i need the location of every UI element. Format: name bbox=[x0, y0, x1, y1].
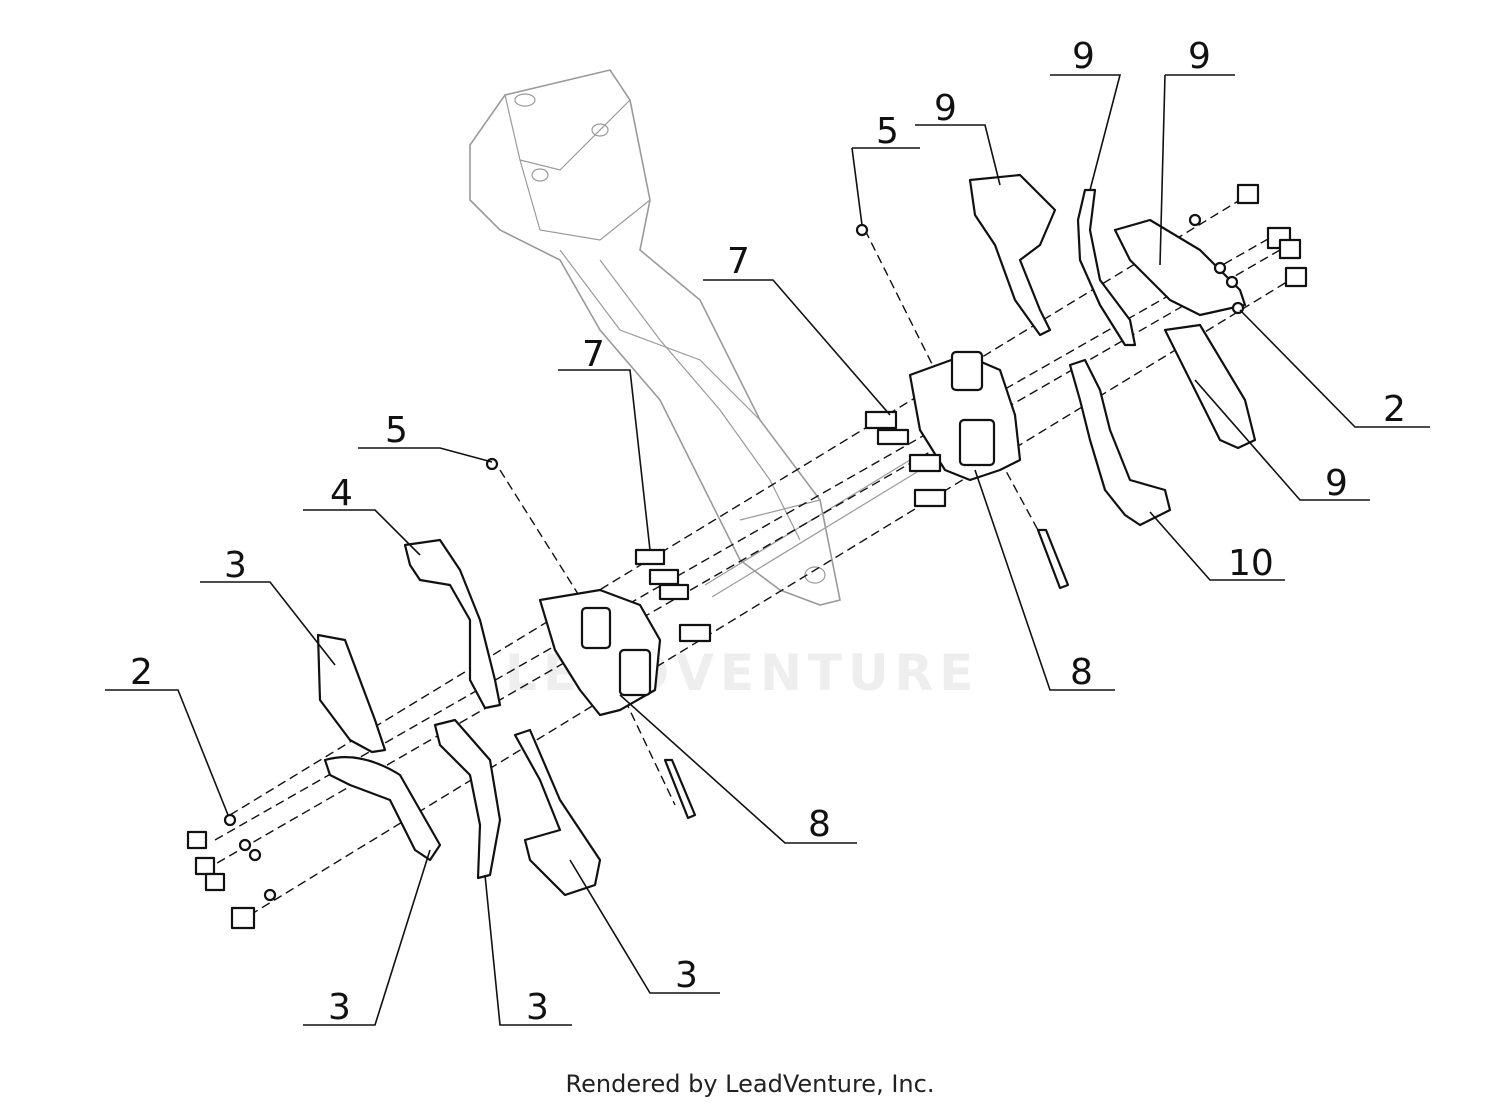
callout-labels: 9 9 9 5 7 7 5 4 3 2 2 9 10 8 8 3 3 3 bbox=[130, 36, 1406, 1028]
tine-10 bbox=[1068, 358, 1172, 527]
tine-shaft bbox=[704, 459, 918, 598]
transmission-housing bbox=[469, 69, 841, 606]
tine-9-top-middle bbox=[968, 173, 1057, 337]
callout-7: 7 bbox=[582, 334, 605, 375]
left-tine-assembly bbox=[186, 457, 712, 930]
callout-3: 3 bbox=[328, 987, 351, 1028]
tine-3-lower-left bbox=[323, 756, 442, 862]
callout-5: 5 bbox=[876, 111, 899, 152]
callout-8: 8 bbox=[1070, 652, 1093, 693]
callout-10: 10 bbox=[1228, 543, 1274, 584]
hardware-2-right bbox=[1188, 183, 1308, 315]
hub-right-lug-top bbox=[950, 350, 984, 392]
callout-9: 9 bbox=[1325, 463, 1348, 504]
footer-credit: Rendered by LeadVenture, Inc. bbox=[565, 1070, 935, 1098]
callout-3: 3 bbox=[675, 955, 698, 996]
tine-4 bbox=[403, 538, 502, 710]
callout-9: 9 bbox=[1188, 36, 1211, 77]
tine-9-top-right bbox=[1113, 218, 1247, 317]
tine-9-thin bbox=[1076, 188, 1137, 347]
callout-7: 7 bbox=[727, 241, 750, 282]
callout-3: 3 bbox=[526, 987, 549, 1028]
hub-left-lug-bottom bbox=[618, 648, 652, 697]
bolts-7-left bbox=[634, 548, 712, 643]
callout-2: 2 bbox=[130, 652, 153, 693]
assembly-lines bbox=[204, 199, 1291, 916]
callout-2: 2 bbox=[1383, 389, 1406, 430]
hardware-2-left bbox=[186, 813, 277, 930]
hub-right-lug-bottom bbox=[958, 418, 996, 467]
tine-3-middle bbox=[433, 718, 502, 880]
callout-3: 3 bbox=[224, 545, 247, 586]
right-tine-assembly bbox=[855, 173, 1308, 590]
pin-8-right bbox=[1036, 528, 1070, 590]
leader-lines bbox=[105, 74, 1430, 1026]
nut-5-right bbox=[855, 223, 869, 237]
callout-8: 8 bbox=[808, 804, 831, 845]
tine-3-lower-right bbox=[513, 728, 602, 897]
callout-5: 5 bbox=[385, 410, 408, 451]
callout-4: 4 bbox=[330, 473, 353, 514]
callout-9: 9 bbox=[934, 88, 957, 129]
tine-9-right bbox=[1163, 323, 1257, 450]
tine-3-upper-left bbox=[316, 633, 387, 754]
pin-8-left bbox=[663, 758, 697, 820]
hub-left-lug-top bbox=[580, 606, 612, 650]
bolts-7-right bbox=[864, 410, 947, 508]
callout-9: 9 bbox=[1072, 36, 1095, 77]
